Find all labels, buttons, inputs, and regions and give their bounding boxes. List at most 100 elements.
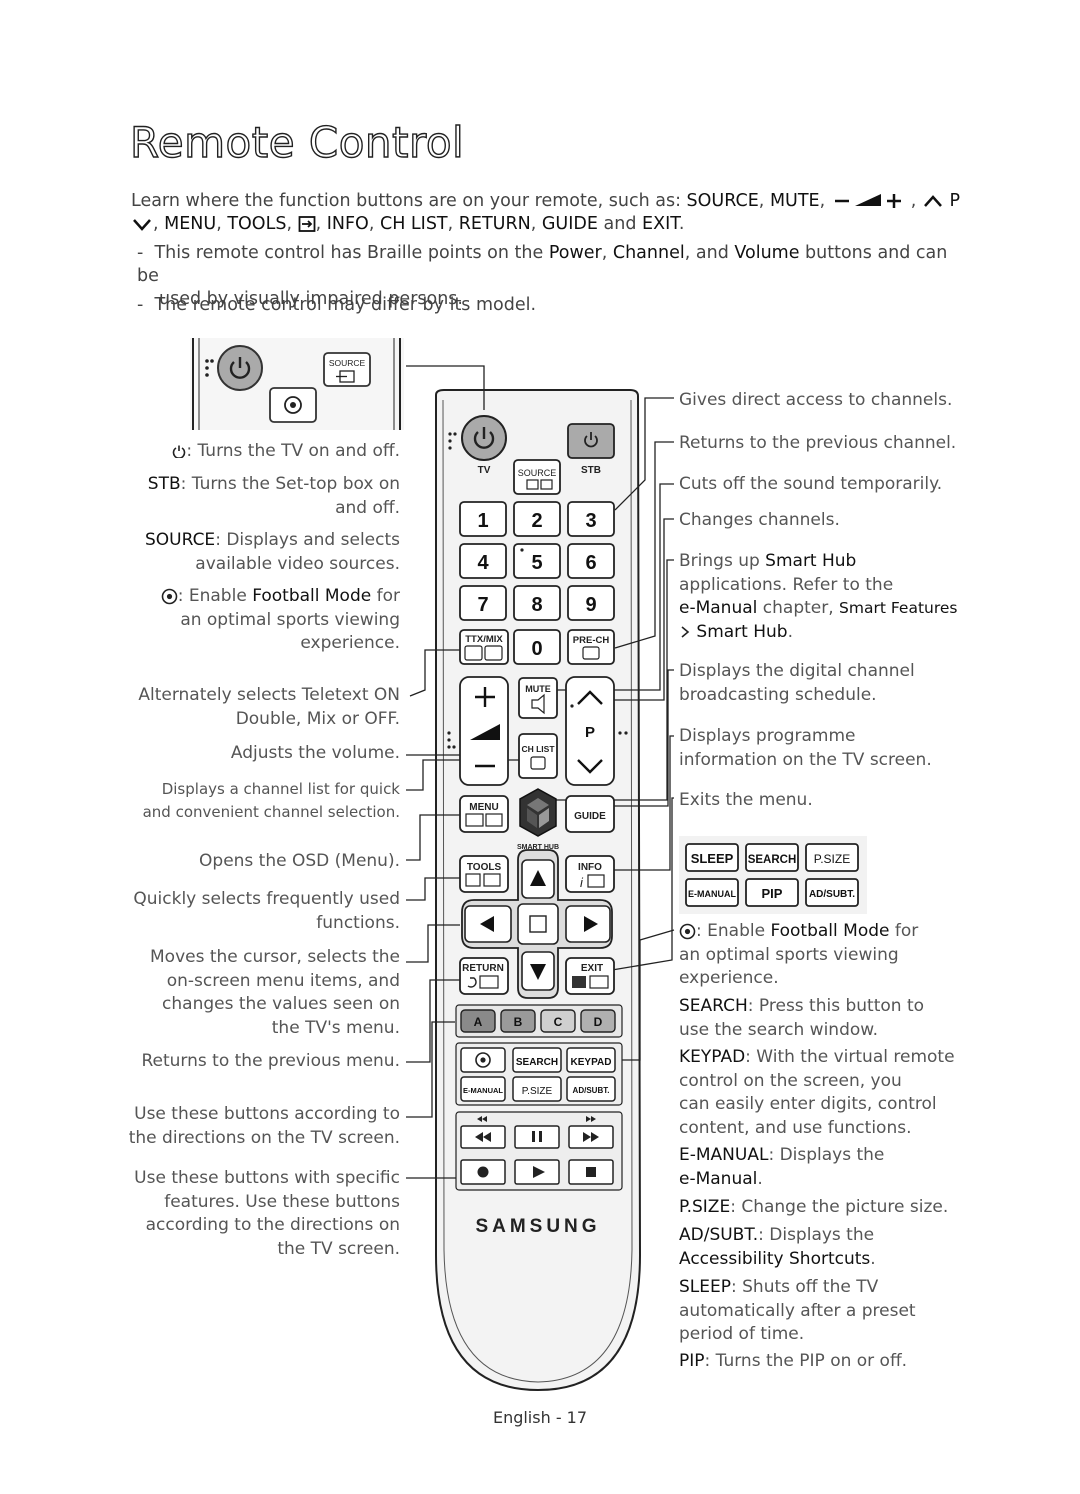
remote-psize-label: P.SIZE [522,1086,553,1097]
inset-pip-button[interactable]: PIP [745,878,799,907]
remote-digit-6-button[interactable]: 6 [567,543,615,579]
remote-digit-8-button[interactable]: 8 [513,585,561,621]
inset-power-button[interactable] [217,345,263,391]
note-model: - The remote control may differ by its m… [137,295,537,315]
remote-mute-button[interactable]: MUTE [518,677,558,719]
remote-digit-9-button[interactable]: 9 [567,585,615,621]
remote-source-button[interactable]: SOURCE [513,459,561,495]
remote-digit-2-button[interactable]: 2 [513,501,561,537]
remote-prech-button[interactable]: PRE-CH [567,629,615,665]
remote-tools-label: TOOLS [467,862,502,873]
remote-color-d-button[interactable]: D [580,1009,616,1033]
remote-color-d-label: D [594,1015,603,1029]
remote-digit-4-button[interactable]: 4 [459,543,507,579]
kw-football: Football Mode [252,586,372,606]
ann-text: : Turns the Set-top box on [180,474,400,494]
remote-digit-9-label: 9 [585,594,596,616]
ann-smarthub: Brings up Smart Hub applications. Refer … [679,551,958,642]
remote-menu-button[interactable]: MENU [459,795,509,833]
remote-chlist-label: CH LIST [521,744,555,754]
dpad-enter-button[interactable] [517,903,559,945]
remote-digit-1-button[interactable]: 1 [459,501,507,537]
remote-digit-0-button[interactable]: 0 [513,629,561,665]
ann-text: an optimal sports viewing [679,944,899,965]
inset-sleep-button[interactable]: SLEEP [685,843,739,872]
remote-stop-button[interactable] [568,1159,614,1185]
remote-power-stb-button[interactable] [567,423,615,459]
remote-digit-3-button[interactable]: 3 [567,501,615,537]
remote-football-button[interactable] [460,1047,506,1073]
remote-tools-button[interactable]: TOOLS [459,855,509,893]
ann-numbers: Gives direct access to channels. [679,390,953,410]
ann-text: : Displays the [768,1145,885,1165]
remote-search-button[interactable]: SEARCH [512,1047,562,1073]
inset-emanual-label: E-MANUAL [688,889,736,899]
ann-text: experience. [300,633,400,653]
ann-text: Displays programme [679,726,856,746]
kw-menu: MENU [164,214,217,234]
remote-digit-7-button[interactable]: 7 [459,585,507,621]
remote-chlist-button[interactable]: CH LIST [518,733,558,779]
ann-info: Displays programme information on the TV … [679,725,932,772]
remote-info-button[interactable]: INFO i [565,855,615,893]
ann-text: according to the directions on [145,1215,400,1235]
ann-text: Quickly selects frequently used [133,889,400,909]
kw-p: P [949,191,961,211]
kw-keypad: KEYPAD [679,1047,746,1067]
remote-smarthub-button[interactable] [519,788,557,837]
ann-text: : With the virtual remote [745,1047,955,1067]
remote-record-button[interactable] [460,1159,506,1185]
inset-source-button[interactable]: SOURCE [323,352,371,387]
inset-football-button[interactable] [269,387,317,423]
remote-rewind-button[interactable] [460,1125,506,1149]
power-icon [173,445,186,458]
remote-play-button[interactable] [514,1159,560,1185]
remote-fastforward-button[interactable] [568,1125,614,1149]
remote-keypad-label: KEYPAD [571,1057,612,1068]
remote-ttxmix-button[interactable]: TTX/MIX [459,629,509,665]
remote-guide-button[interactable]: GUIDE [565,795,615,833]
remote-digit-1-label: 1 [477,510,488,532]
intro-line-1: Learn where the function buttons are on … [131,191,961,211]
inset-search-button[interactable]: SEARCH [745,843,799,872]
ann-text: broadcasting schedule. [679,684,877,705]
kw-sleep: SLEEP [679,1277,731,1297]
remote-emanual-button[interactable]: E-MANUAL [460,1076,506,1102]
remote-dpad[interactable] [461,849,613,999]
inset-psize-label: P.SIZE [814,852,850,866]
inset-emanual-button[interactable]: E-MANUAL [685,878,739,907]
remote-channel-rocker[interactable]: P [565,676,615,786]
ann-return: Returns to the previous menu. [141,1051,400,1071]
remote-power-tv-button[interactable] [461,415,507,461]
ann-text: and off. [335,497,400,518]
inset-adsubt-button[interactable]: AD/SUBT. [805,878,859,907]
kw-emanual: E-MANUAL [679,1145,769,1165]
remote-keypad-button[interactable]: KEYPAD [566,1047,616,1073]
remote-pause-button[interactable] [514,1125,560,1149]
remote-color-a-button[interactable]: A [460,1009,496,1033]
remote-adsubt-button[interactable]: AD/SUBT. [566,1076,616,1102]
remote-psize-button[interactable]: P.SIZE [512,1076,562,1102]
remote-volume-rocker[interactable] [459,676,509,786]
ann-text: Displays the digital channel [679,661,915,681]
remote-color-c-button[interactable]: C [540,1009,576,1033]
remote-color-b-button[interactable]: B [500,1009,536,1033]
remote-digit-5-button[interactable]: 5 [513,543,561,579]
inset-psize-button[interactable]: P.SIZE [805,843,859,872]
ann-text: information on the TV screen. [679,749,932,770]
kw-emanual: e-Manual [679,598,758,618]
kw-mute: MUTE [769,191,820,211]
ann-power: : Turns the TV on and off. [172,440,400,464]
remote-exit-button[interactable]: EXIT [565,957,615,995]
remote-info-label: INFO [578,862,602,873]
remote-brand-logo: SAMSUNG [475,1216,600,1237]
note-braille: - This remote control has Braille points… [137,242,967,311]
remote-return-button[interactable]: RETURN [459,957,509,995]
kw-emanual: e-Manual [679,1168,758,1189]
